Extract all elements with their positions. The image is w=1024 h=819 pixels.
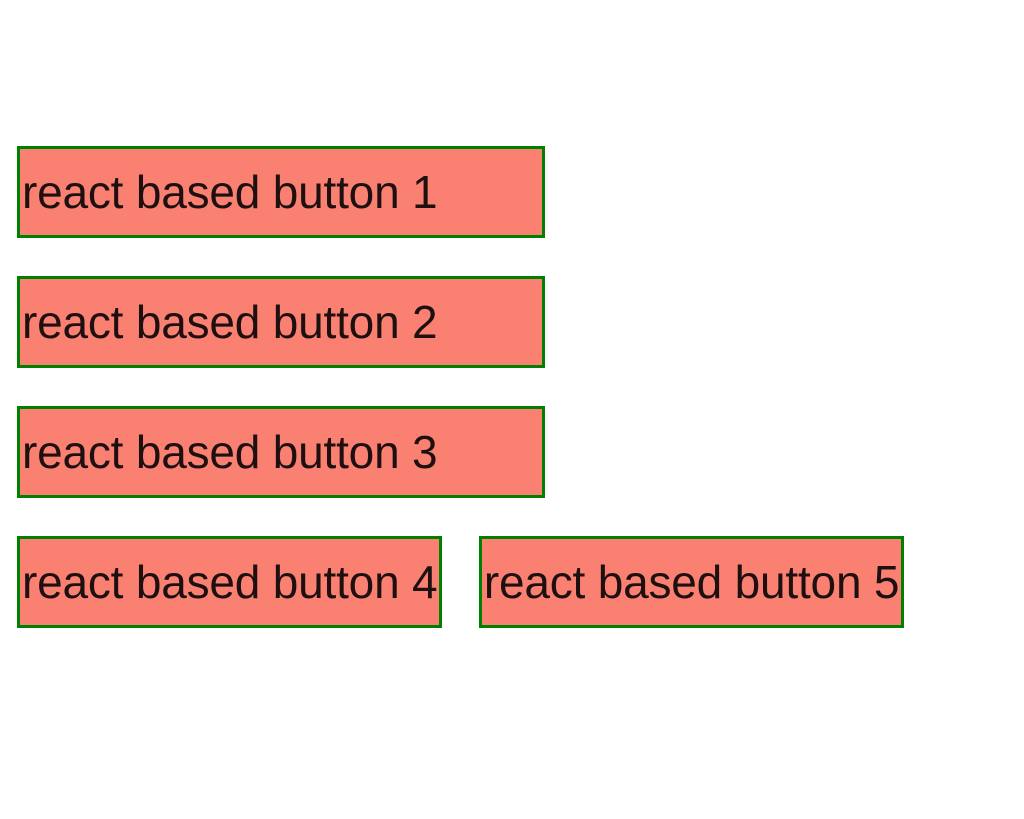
react-based-button-3[interactable]: react based button 3	[17, 406, 545, 498]
react-based-button-5[interactable]: react based button 5	[478, 536, 905, 628]
react-based-button-4[interactable]: react based button 4	[17, 536, 443, 628]
react-based-button-1[interactable]: react based button 1	[17, 146, 545, 238]
react-based-button-2[interactable]: react based button 2	[17, 276, 545, 368]
button-list: react based button 1 react based button …	[17, 146, 1024, 666]
